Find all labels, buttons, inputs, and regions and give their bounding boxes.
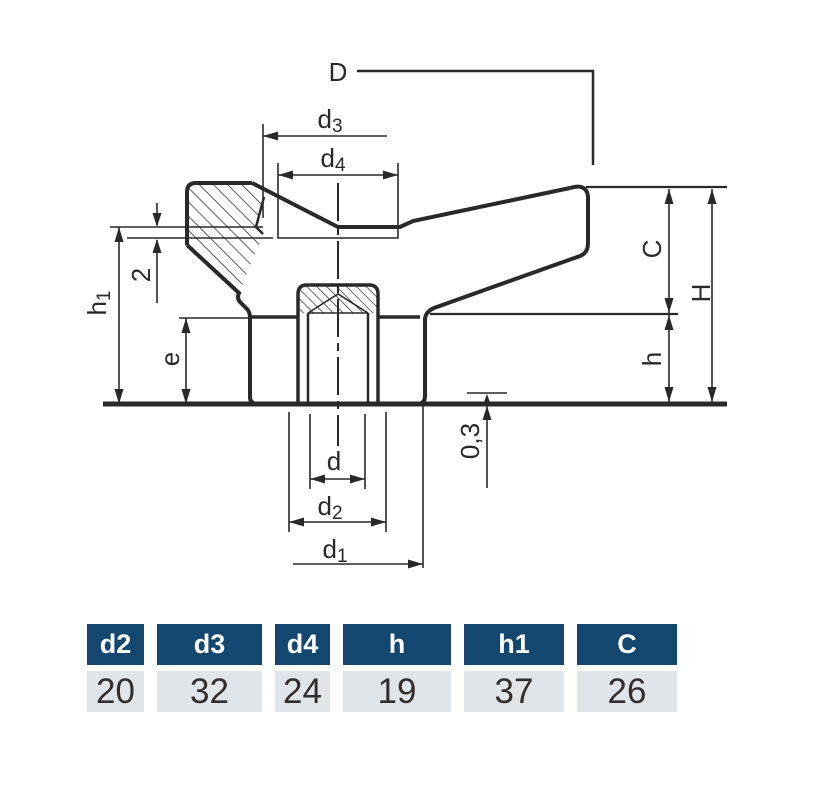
arrowhead bbox=[181, 318, 191, 333]
table-header-h1: h1 bbox=[464, 624, 564, 665]
table-header-d4: d4 bbox=[275, 624, 330, 665]
label-h1: h1 bbox=[82, 290, 115, 315]
arrowhead bbox=[664, 387, 674, 402]
table-header-d3: d3 bbox=[157, 624, 262, 665]
dimension-labels: D d3 d4 2 h1 e 0,3 C H h d d2 d1 bbox=[82, 57, 716, 567]
insert-bore-walls bbox=[306, 313, 370, 404]
table-value-row: 20 32 24 19 37 26 bbox=[87, 671, 697, 712]
table-header-C: C bbox=[577, 624, 677, 665]
table-value-d3: 32 bbox=[157, 671, 262, 712]
label-C: C bbox=[637, 240, 667, 259]
dim-step-03 bbox=[482, 394, 492, 488]
table-value-d2: 20 bbox=[87, 671, 144, 712]
left-wing-outline bbox=[185, 181, 252, 245]
dim-C bbox=[664, 189, 674, 313]
arrowhead bbox=[350, 474, 365, 484]
label-step-03: 0,3 bbox=[455, 423, 485, 459]
label-depth-2: 2 bbox=[126, 268, 156, 282]
ext-d4 bbox=[277, 163, 399, 227]
dim-D bbox=[357, 69, 595, 165]
dimensions bbox=[114, 69, 717, 569]
label-e: e bbox=[155, 352, 185, 366]
arrowhead bbox=[483, 394, 491, 404]
dim-h bbox=[664, 315, 674, 402]
arrowhead bbox=[152, 239, 162, 253]
leader-line bbox=[357, 69, 595, 165]
arrowhead bbox=[371, 517, 386, 527]
arrowhead bbox=[664, 315, 674, 330]
table-header-d2: d2 bbox=[87, 624, 144, 665]
dim-h1 bbox=[114, 227, 124, 404]
arrowhead bbox=[664, 298, 674, 313]
ext-d bbox=[309, 414, 366, 489]
dim-d bbox=[310, 474, 365, 484]
table-value-d4: 24 bbox=[275, 671, 330, 712]
label-d1: d1 bbox=[322, 534, 347, 567]
table-header-row: d2 d3 d4 h h1 C bbox=[87, 624, 697, 665]
arrowhead bbox=[263, 131, 278, 141]
arrowhead bbox=[152, 213, 162, 227]
top-cone-edges bbox=[251, 181, 571, 229]
dim-e bbox=[181, 318, 191, 404]
arrowhead bbox=[181, 389, 191, 404]
dim-H bbox=[707, 189, 717, 402]
label-d3: d3 bbox=[317, 104, 342, 137]
label-h: h bbox=[637, 352, 667, 366]
arrowhead bbox=[310, 474, 325, 484]
label-H: H bbox=[686, 284, 716, 303]
dim-d4 bbox=[278, 170, 398, 180]
technical-drawing: D d3 d4 2 h1 e 0,3 C H h d d2 d1 bbox=[82, 57, 727, 569]
table-value-h1: 37 bbox=[464, 671, 564, 712]
extension-lines bbox=[110, 124, 727, 568]
dim-depth-2 bbox=[152, 203, 162, 303]
arrowhead bbox=[707, 387, 717, 402]
arrowhead bbox=[114, 227, 124, 242]
arrowhead bbox=[289, 517, 304, 527]
label-d: d bbox=[327, 446, 341, 476]
dimension-table: d2 d3 d4 h h1 C 20 32 24 19 37 26 bbox=[87, 624, 697, 712]
arrowhead bbox=[664, 189, 674, 204]
ext-d2 bbox=[288, 412, 387, 532]
left-wing-section-hatch bbox=[187, 183, 264, 309]
table-value-C: 26 bbox=[577, 671, 677, 712]
arrowhead bbox=[707, 189, 717, 204]
arrowhead bbox=[383, 170, 398, 180]
dim-d2 bbox=[289, 517, 386, 527]
knob-part bbox=[103, 181, 727, 446]
arrowhead bbox=[278, 170, 293, 180]
dim-d3 bbox=[263, 131, 387, 141]
label-d2: d2 bbox=[317, 491, 342, 524]
label-d4: d4 bbox=[320, 143, 345, 176]
dim-d1 bbox=[293, 559, 423, 569]
table-header-h: h bbox=[343, 624, 451, 665]
label-D: D bbox=[329, 57, 348, 87]
arrowhead bbox=[408, 559, 423, 569]
right-wing-outline bbox=[416, 184, 590, 406]
spotface-recess bbox=[277, 227, 399, 239]
arrowhead bbox=[482, 406, 492, 420]
table-value-h: 19 bbox=[343, 671, 451, 712]
arrowhead bbox=[114, 389, 124, 404]
